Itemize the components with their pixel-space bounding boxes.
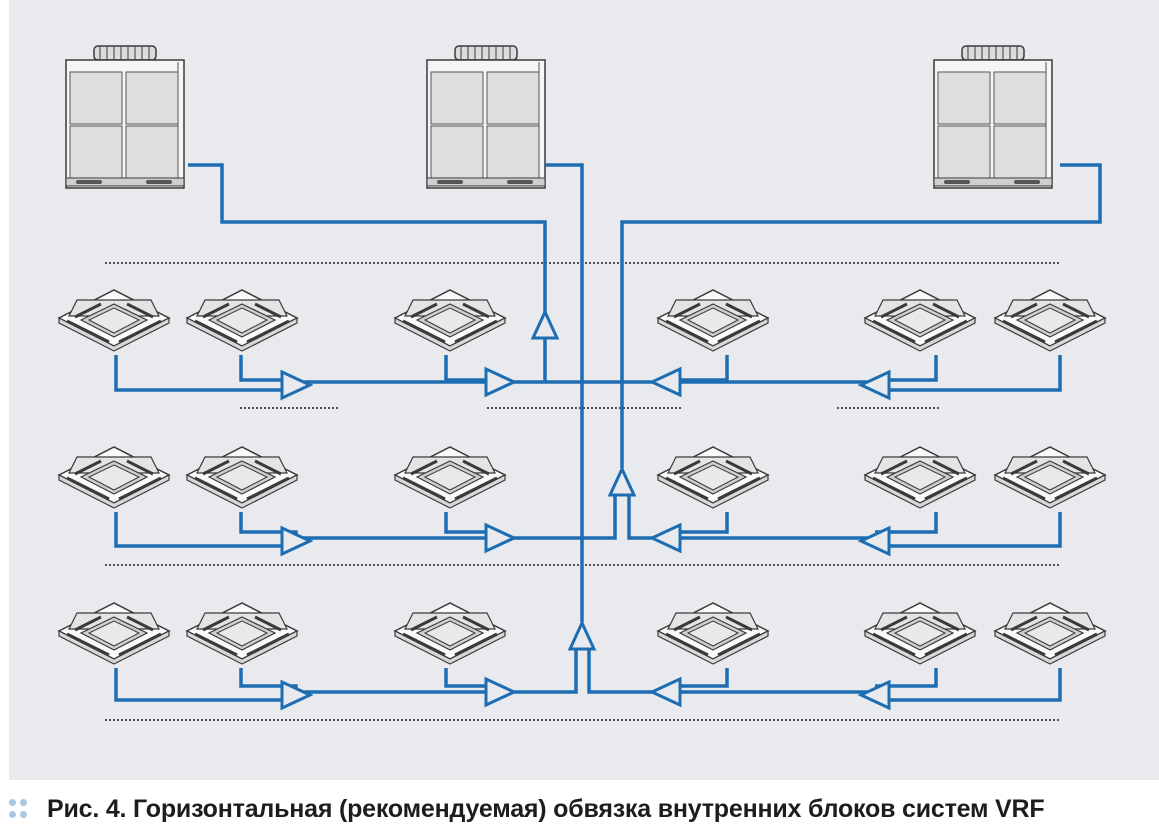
indoor-unit bbox=[57, 288, 171, 353]
branch-pipe bbox=[239, 355, 500, 384]
main-pipes bbox=[188, 163, 1102, 622]
pipe-outdoor-right bbox=[620, 163, 1102, 468]
branch-pipe bbox=[627, 496, 666, 540]
branch-pipes bbox=[114, 330, 1062, 702]
outdoor-unit-center bbox=[426, 45, 546, 189]
refnet-joints bbox=[280, 310, 891, 710]
branch-pipe bbox=[875, 512, 938, 534]
indoor-unit bbox=[863, 601, 977, 666]
refnet-joint bbox=[650, 677, 682, 707]
outdoor-unit-right bbox=[933, 45, 1053, 189]
indoor-unit bbox=[393, 445, 507, 510]
branch-pipe bbox=[875, 355, 938, 382]
branch-pipe bbox=[875, 355, 1062, 392]
indoor-unit bbox=[393, 601, 507, 666]
indoor-unit bbox=[993, 288, 1107, 353]
indoor-unit bbox=[993, 445, 1107, 510]
refnet-joint bbox=[650, 367, 682, 397]
indoor-unit bbox=[863, 288, 977, 353]
indoor-unit bbox=[185, 288, 299, 353]
indoor-unit bbox=[57, 445, 171, 510]
caption-text: Рис. 4. Горизонтальная (рекомендуемая) о… bbox=[47, 794, 1045, 824]
pipe-outdoor-left bbox=[188, 163, 547, 318]
branch-pipe bbox=[114, 512, 296, 548]
indoor-unit bbox=[863, 445, 977, 510]
indoor-unit bbox=[656, 601, 770, 666]
refnet-joint bbox=[484, 523, 516, 553]
indoor-unit bbox=[656, 445, 770, 510]
branch-pipe bbox=[444, 496, 617, 540]
indoor-unit bbox=[185, 601, 299, 666]
branch-pipe bbox=[239, 668, 500, 694]
caption-description: Горизонтальная (рекомендуемая) обвязка в… bbox=[126, 794, 1045, 823]
branch-pipe bbox=[875, 668, 938, 688]
branch-pipe bbox=[587, 650, 666, 694]
diagram-canvas bbox=[9, 0, 1159, 780]
caption-bullet-icon bbox=[9, 799, 29, 819]
indoor-unit bbox=[185, 445, 299, 510]
refnet-joint bbox=[531, 310, 559, 340]
pipe-outdoor-center bbox=[545, 163, 584, 622]
branch-pipe bbox=[114, 668, 296, 702]
branch-pipe bbox=[239, 512, 500, 540]
figure-caption: Рис. 4. Горизонтальная (рекомендуемая) о… bbox=[9, 792, 1159, 826]
branch-pipe bbox=[666, 512, 729, 534]
branch-pipe bbox=[666, 668, 729, 688]
refnet-joint bbox=[650, 523, 682, 553]
branch-pipe bbox=[875, 668, 1062, 702]
branch-pipe bbox=[666, 355, 729, 382]
refnet-joint bbox=[280, 370, 312, 400]
caption-figure-number: Рис. 4. bbox=[47, 794, 127, 823]
refnet-joint bbox=[608, 467, 636, 497]
refnet-joint bbox=[484, 677, 516, 707]
branch-pipe bbox=[875, 512, 1062, 548]
indoor-unit bbox=[393, 288, 507, 353]
indoor-unit bbox=[993, 601, 1107, 666]
outdoor-unit-left bbox=[65, 45, 185, 189]
indoor-unit bbox=[656, 288, 770, 353]
refnet-joint bbox=[484, 367, 516, 397]
refnet-joint bbox=[859, 370, 891, 400]
indoor-unit bbox=[57, 601, 171, 666]
branch-pipe bbox=[114, 355, 296, 392]
refnet-joint bbox=[568, 621, 596, 651]
vrf-piping-diagram bbox=[57, 45, 1107, 721]
